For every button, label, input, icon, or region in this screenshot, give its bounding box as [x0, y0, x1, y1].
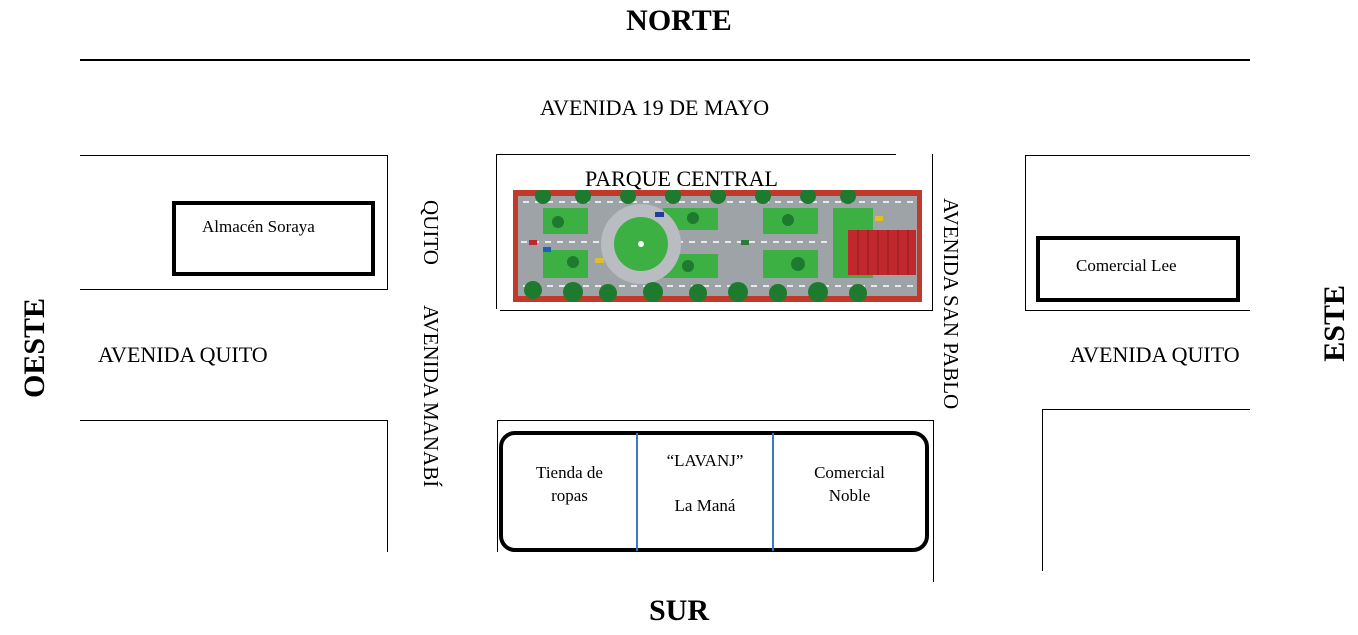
store-noble-line2: Noble: [828, 485, 871, 505]
car: [543, 247, 551, 252]
park-block-right-edge: [932, 154, 933, 311]
north-label: NORTE: [626, 4, 732, 37]
block-ne-top-edge: [1025, 155, 1250, 156]
car: [741, 240, 749, 245]
street-avenida-san-pablo: AVENIDA SAN PABLO: [939, 198, 963, 410]
street-avenida-quito-west: AVENIDA QUITO: [98, 342, 268, 367]
street-avenida-19-de-mayo: AVENIDA 19 DE MAYO: [540, 95, 770, 120]
store-tienda-line1: Tienda de: [536, 463, 603, 482]
store-lavanj: “LAVANJ” La Maná: [638, 450, 772, 518]
grass-block: [763, 250, 818, 278]
store-almacen-soraya: Almacén Soraya: [172, 201, 375, 276]
shops-row-outline: [499, 431, 929, 552]
north-boundary-line: [80, 59, 1250, 61]
store-lavanj-line2: La Maná: [674, 495, 736, 515]
park-map-illustration: [513, 190, 922, 302]
grass-block: [543, 250, 588, 278]
shop-divider: [636, 433, 638, 551]
car: [655, 212, 664, 217]
building-roof: [848, 230, 916, 275]
store-almacen-soraya-label: Almacén Soraya: [202, 217, 315, 236]
street-quito-vertical: QUITO: [419, 200, 443, 265]
street-avenida-quito-east: AVENIDA QUITO: [1070, 342, 1240, 367]
block-sw-top-edge: [80, 420, 388, 421]
store-comercial-noble: Comercial Noble: [774, 462, 925, 508]
block-se-top-edge: [1042, 409, 1250, 410]
block-nw-right-edge: [387, 155, 388, 289]
street-avenida-manabi: AVENIDA MANABÍ: [419, 305, 443, 488]
block-ne-left-edge: [1025, 155, 1026, 310]
store-comercial-lee: Comercial Lee: [1036, 236, 1240, 302]
grass-block: [543, 208, 588, 234]
park-block-bottom-edge: [500, 310, 932, 311]
store-tienda-line2: ropas: [551, 485, 588, 505]
car: [595, 258, 604, 263]
block-s-right-edge: [933, 420, 934, 582]
block-s-left-edge: [497, 420, 498, 552]
south-label: SUR: [648, 594, 709, 627]
store-noble-line1: Comercial: [814, 463, 885, 482]
store-tienda-de-ropas: Tienda de ropas: [503, 462, 636, 508]
block-ne-bottom-edge: [1025, 310, 1250, 311]
park-label: PARQUE CENTRAL: [585, 166, 778, 191]
park-block-top-edge: [496, 154, 896, 155]
block-se-left-edge: [1042, 409, 1043, 571]
east-label: ESTE: [1318, 285, 1351, 362]
block-sw-right-edge: [387, 420, 388, 552]
block-s-top-edge: [497, 420, 933, 421]
car: [875, 216, 883, 221]
block-nw-bottom-edge: [80, 289, 388, 290]
trees: [524, 190, 867, 302]
store-comercial-lee-label: Comercial Lee: [1076, 256, 1177, 275]
store-lavanj-line1: “LAVANJ”: [666, 451, 744, 470]
block-nw-top-edge: [80, 155, 388, 156]
shop-divider: [772, 433, 774, 551]
park-block-left-edge: [496, 154, 497, 309]
car: [529, 240, 537, 245]
west-label: OESTE: [18, 297, 51, 398]
